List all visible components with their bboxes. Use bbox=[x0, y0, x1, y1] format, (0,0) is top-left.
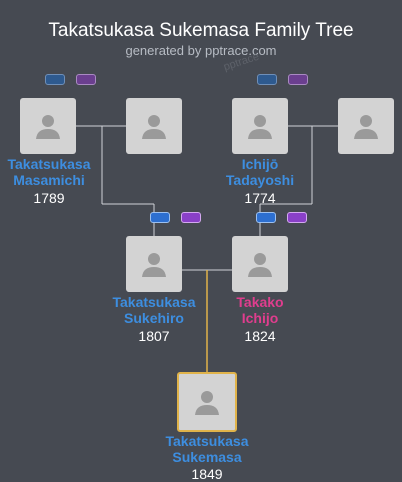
person-year-takako: 1824 bbox=[244, 328, 276, 344]
person-card-masamichi-spouse[interactable] bbox=[126, 98, 182, 154]
relation-blue-pill-icon[interactable] bbox=[150, 212, 170, 223]
page-subtitle: generated by pptrace.com bbox=[125, 43, 277, 58]
relation-purple-pill-icon[interactable] bbox=[76, 74, 96, 85]
relation-blue-pill-icon[interactable] bbox=[257, 74, 277, 85]
person-card-tadayoshi[interactable] bbox=[232, 98, 288, 154]
relation-blue-pill-icon[interactable] bbox=[256, 212, 276, 223]
person-year-sukehiro: 1807 bbox=[138, 328, 170, 344]
person-card-takako[interactable] bbox=[232, 236, 288, 292]
relation-purple-pill-icon[interactable] bbox=[288, 74, 308, 85]
person-silhouette-icon bbox=[248, 253, 272, 277]
person-year-tadayoshi: 1774 bbox=[244, 190, 276, 206]
person-silhouette-icon bbox=[248, 115, 272, 139]
person-year-sukemasa: 1849 bbox=[191, 466, 223, 482]
person-silhouette-icon bbox=[142, 253, 166, 277]
person-card-masamichi[interactable] bbox=[20, 98, 76, 154]
person-card-sukemasa[interactable] bbox=[177, 372, 237, 432]
person-card-sukehiro[interactable] bbox=[126, 236, 182, 292]
person-silhouette-icon bbox=[195, 391, 219, 415]
person-silhouette-icon bbox=[142, 115, 166, 139]
relation-purple-pill-icon[interactable] bbox=[181, 212, 201, 223]
person-year-masamichi: 1789 bbox=[33, 190, 65, 206]
relation-blue-pill-icon[interactable] bbox=[45, 74, 65, 85]
page-title: Takatsukasa Sukemasa Family Tree bbox=[48, 20, 354, 41]
person-card-tadayoshi-spouse[interactable] bbox=[338, 98, 394, 154]
person-silhouette-icon bbox=[354, 115, 378, 139]
relation-purple-pill-icon[interactable] bbox=[287, 212, 307, 223]
person-silhouette-icon bbox=[36, 115, 60, 139]
